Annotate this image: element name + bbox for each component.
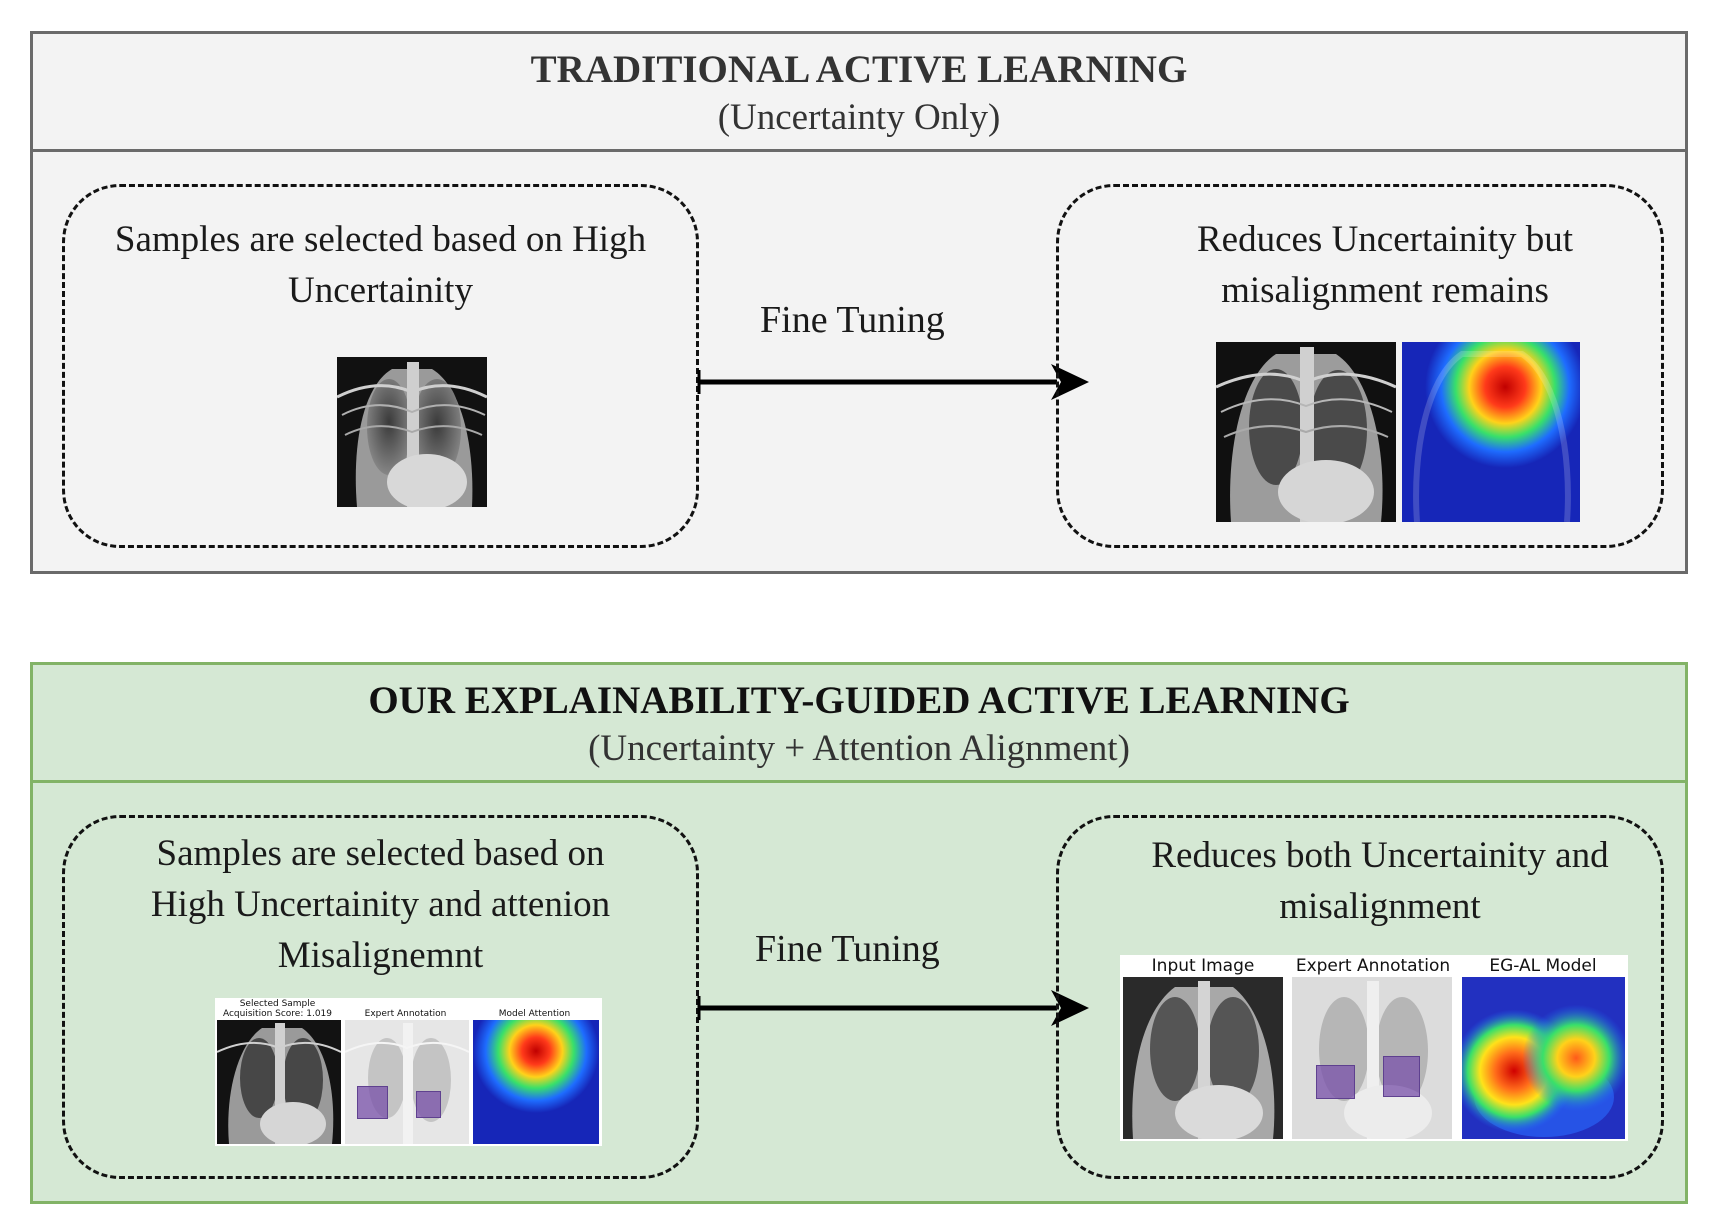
eg-al-result-figure: Input Image Expert Annotation EG-AL Mode…: [1120, 955, 1628, 1141]
caption-selected-sample: Selected Sample Acquisition Score: 1.019: [222, 999, 333, 1019]
traditional-active-learning-panel: TRADITIONAL ACTIVE LEARNING (Uncertainty…: [30, 31, 1688, 574]
attention-heatmap-image: [1402, 342, 1580, 522]
ours-selection-text: Samples are selected based on High Uncer…: [150, 833, 611, 976]
model-attention-heatmap-small: [473, 1020, 599, 1144]
ours-fine-tuning-arrow: [697, 990, 1089, 1026]
caption-input-image: Input Image: [1151, 956, 1255, 976]
ours-subtitle: (Uncertainty + Attention Alignment): [588, 728, 1130, 769]
caption-expert-annotation-small: Expert Annotation: [364, 1009, 447, 1019]
eg-al-attention-heatmap: [1462, 977, 1625, 1139]
traditional-result-text: Reduces Uncertainity but misalignment re…: [1196, 219, 1574, 311]
chest-xray-image: [337, 357, 487, 507]
expert-annotation-xray: [1292, 977, 1452, 1139]
traditional-title: TRADITIONAL ACTIVE LEARNING: [530, 48, 1188, 91]
traditional-header: TRADITIONAL ACTIVE LEARNING (Uncertainty…: [33, 34, 1685, 152]
ours-result-box: Reduces both Uncertainity and misalignme…: [1056, 815, 1664, 1179]
traditional-subtitle: (Uncertainty Only): [717, 97, 1001, 138]
ours-arrow-label: Fine Tuning: [755, 928, 940, 970]
traditional-arrow-label: Fine Tuning: [760, 299, 945, 341]
traditional-selection-text: Samples are selected based on High Uncer…: [114, 219, 647, 311]
explainability-guided-panel: OUR EXPLAINABILITY-GUIDED ACTIVE LEARNIN…: [30, 662, 1688, 1204]
selected-sample-figure: Selected Sample Acquisition Score: 1.019…: [215, 998, 602, 1146]
expert-region-left: [1316, 1065, 1355, 1099]
caption-model-attention: Model Attention: [498, 1009, 571, 1019]
expert-annotation-region-right: [416, 1091, 441, 1118]
caption-expert-annotation: Expert Annotation: [1295, 956, 1451, 976]
ours-result-text: Reduces both Uncertainity and misalignme…: [1151, 835, 1609, 927]
selected-sample-xray: [217, 1020, 341, 1144]
caption-eg-al-model: EG-AL Model: [1489, 956, 1597, 976]
traditional-result-box: Reduces Uncertainity but misalignment re…: [1056, 184, 1664, 548]
expert-annotation-xray-small: [345, 1020, 469, 1144]
expert-annotation-region-left: [357, 1086, 388, 1119]
result-xray-image: [1216, 342, 1396, 522]
traditional-fine-tuning-arrow: [697, 364, 1089, 400]
input-xray-image: [1123, 977, 1283, 1139]
ours-header: OUR EXPLAINABILITY-GUIDED ACTIVE LEARNIN…: [33, 665, 1685, 783]
ours-title: OUR EXPLAINABILITY-GUIDED ACTIVE LEARNIN…: [368, 679, 1350, 722]
ours-selection-box: Samples are selected based on High Uncer…: [62, 815, 699, 1179]
traditional-selection-box: Samples are selected based on High Uncer…: [62, 184, 699, 548]
expert-region-right: [1383, 1056, 1420, 1097]
